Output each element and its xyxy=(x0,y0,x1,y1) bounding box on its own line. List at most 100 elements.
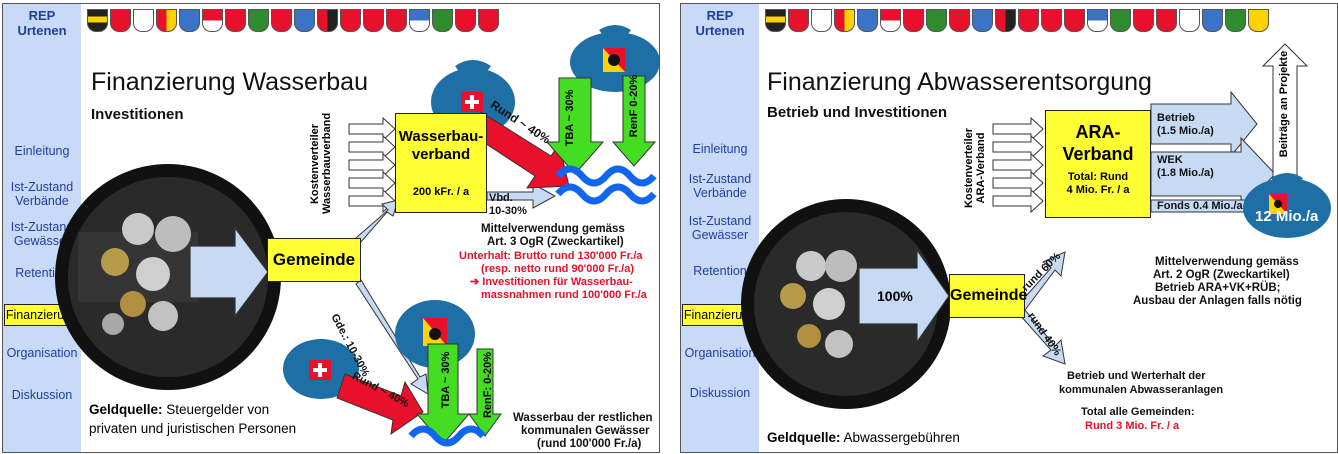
verband-label: Verband xyxy=(1062,144,1134,164)
mittelverwendung-2: Art. 2 OgR (Zweckartikel) xyxy=(1153,269,1290,281)
gemeinde-box: Gemeinde xyxy=(949,274,1027,318)
coat-of-arms-icon xyxy=(1179,9,1200,32)
page-subtitle: Investitionen xyxy=(91,106,184,123)
flow-diagram xyxy=(55,25,659,447)
geldquelle-text: Geldquelle: Abwassergebühren xyxy=(767,430,960,445)
coat-of-arms-icon xyxy=(880,9,901,32)
coat-of-arms-row xyxy=(765,9,1269,33)
coat-of-arms-icon xyxy=(409,9,430,32)
coat-of-arms-icon xyxy=(156,9,177,32)
nav-diskussion[interactable]: Diskussion xyxy=(11,388,73,402)
nav-organisation[interactable]: Organisation xyxy=(6,346,78,360)
kostenverteiler-label: Kostenverteiler Wasserbauverband xyxy=(309,112,333,214)
coat-of-arms-icon xyxy=(903,9,924,32)
page-title: Finanzierung Abwasserentsorgung xyxy=(767,68,1152,96)
mittelverwendung-4: Ausbau der Anlagen falls nötig xyxy=(1133,295,1302,307)
mittelverwendung-3: Betrieb ARA+VK+RÜB; xyxy=(1155,282,1281,294)
nav-einleitung[interactable]: Einleitung xyxy=(692,142,748,156)
coat-of-arms-icon xyxy=(1018,9,1039,32)
nav-ist-zustand-verbaende[interactable]: Ist-Zustand Verbände xyxy=(10,180,74,208)
wasserbauverband-box: Wasserbau- verband 200 kFr. / a xyxy=(395,113,487,213)
total-gemeinden: Total alle Gemeinden: xyxy=(1081,406,1195,418)
beitraege-label: Beiträge an Projekte xyxy=(1278,50,1290,158)
nav-retention[interactable]: Retention xyxy=(693,264,747,278)
coat-of-arms-icon xyxy=(455,9,476,32)
wasserbau-text-2: kommunalen Gewässer xyxy=(521,425,650,437)
12-mio-label: 12 Mio./a xyxy=(1255,208,1319,225)
coat-of-arms-icon xyxy=(87,9,108,32)
tba30-label: TBA ~ 30% xyxy=(564,89,576,147)
invest-text-2: massnahmen rund 100'000 Fr./a xyxy=(481,289,647,301)
coat-of-arms-icon xyxy=(788,9,809,32)
pct-100-label: 100% xyxy=(877,288,913,304)
coat-of-arms-icon xyxy=(317,9,338,32)
coat-of-arms-icon xyxy=(432,9,453,32)
coat-of-arms-icon xyxy=(926,9,947,32)
total-gemeinden-amount: Rund 3 Mio. Fr. / a xyxy=(1085,420,1180,432)
renf-label: RenF 0-20% xyxy=(628,74,640,138)
ara-verband-box: ARA- Verband Total: Rund 4 Mio. Fr. / a xyxy=(1045,110,1151,218)
mittelverwendung-1: Mittelverwendung gemäss xyxy=(1155,256,1299,268)
nav-organisation[interactable]: Organisation xyxy=(684,346,756,360)
coat-of-arms-icon xyxy=(202,9,223,32)
coat-of-arms-icon xyxy=(1110,9,1131,32)
page-subtitle: Betrieb und Investitionen xyxy=(767,104,948,121)
coat-of-arms-icon xyxy=(972,9,993,32)
wasserbauverband-label: Wasserbau- verband xyxy=(398,128,484,163)
nav-einleitung[interactable]: Einleitung xyxy=(14,144,70,158)
coat-of-arms-row xyxy=(87,9,499,33)
coat-of-arms-icon xyxy=(1087,9,1108,32)
sidebar: REP Urtenen Einleitung Ist-Zustand Verbä… xyxy=(681,4,759,452)
wasserbau-text-1: Wasserbau der restlichen xyxy=(513,412,653,424)
coat-of-arms-icon xyxy=(857,9,878,32)
coat-of-arms-icon xyxy=(1248,9,1269,32)
mittelverwendung-1: Mittelverwendung gemäss xyxy=(481,223,625,235)
nav-finanzierung[interactable]: Finanzierung xyxy=(682,304,758,326)
nav-diskussion[interactable]: Diskussion xyxy=(689,386,751,400)
coat-of-arms-icon xyxy=(340,9,361,32)
gemeinde-box: Gemeinde xyxy=(267,238,361,282)
renf-bottom-label: RenF: 0-20% xyxy=(482,351,494,419)
betrieb-werterhalt-2: kommunalen Abwasseranlagen xyxy=(1059,384,1224,396)
page-title: Finanzierung Wasserbau xyxy=(91,68,368,96)
geldquelle-text: Geldquelle: Steuergelder von xyxy=(89,402,270,417)
slide-wasserbau: REP Urtenen Einleitung Ist-Zustand Verbä… xyxy=(2,3,660,453)
coat-of-arms-icon xyxy=(1064,9,1085,32)
fonds-label: Fonds 0.4 Mio./a xyxy=(1157,200,1243,212)
wek-label: WEK (1.8 Mio./a) xyxy=(1157,154,1214,179)
coat-of-arms-icon xyxy=(1156,9,1177,32)
coat-of-arms-icon xyxy=(811,9,832,32)
betrieb-label: Betrieb (1.5 Mio./a) xyxy=(1157,112,1214,137)
coat-of-arms-icon xyxy=(248,9,269,32)
coat-of-arms-icon xyxy=(1225,9,1246,32)
nav-ist-zustand-verbaende[interactable]: Ist-Zustand Verbände xyxy=(688,172,752,200)
coat-of-arms-icon xyxy=(363,9,384,32)
ara-total: Total: Rund 4 Mio. Fr. / a xyxy=(1066,171,1130,196)
coat-of-arms-icon xyxy=(834,9,855,32)
rep-logo: REP Urtenen xyxy=(17,8,67,38)
nav-ist-zustand-gewaesser[interactable]: Ist-Zustand Gewässer xyxy=(688,214,752,242)
ara-label: ARA- xyxy=(1075,122,1121,142)
vbd-label: Vbd. 10-30% xyxy=(489,192,527,217)
invest-text-1: ➔ Investitionen für Wasserbau- xyxy=(470,276,633,288)
coat-of-arms-icon xyxy=(271,9,292,32)
coat-of-arms-icon xyxy=(294,9,315,32)
flow-diagram xyxy=(741,43,1331,409)
netto-text: (resp. netto rund 90'000 Fr./a) xyxy=(481,263,634,275)
coat-of-arms-icon xyxy=(225,9,246,32)
kostenverteiler-label: Kostenverteiler ARA-Verband xyxy=(963,127,987,209)
slide-abwasser: REP Urtenen Einleitung Ist-Zustand Verbä… xyxy=(680,3,1338,453)
unterhalt-text: Unterhalt: Brutto rund 130'000 Fr./a xyxy=(459,250,643,262)
coat-of-arms-icon xyxy=(110,9,131,32)
nav-ist-zustand-gewaesser[interactable]: Ist-Zustand Gewässer xyxy=(10,220,74,248)
wasserbau-text-3: (rund 100'000 Fr./a) xyxy=(537,438,642,450)
coat-of-arms-icon xyxy=(386,9,407,32)
coat-of-arms-icon xyxy=(1133,9,1154,32)
coat-of-arms-icon xyxy=(133,9,154,32)
tba30-bottom-label: TBA ~ 30% xyxy=(440,351,452,409)
coat-of-arms-icon xyxy=(765,9,786,32)
coat-of-arms-icon xyxy=(949,9,970,32)
nav-finanzierung[interactable]: Finanzierung xyxy=(4,304,80,326)
betrieb-werterhalt-1: Betrieb und Werterhalt der xyxy=(1067,370,1206,382)
mittelverwendung-2: Art. 3 OgR (Zweckartikel) xyxy=(487,236,624,248)
